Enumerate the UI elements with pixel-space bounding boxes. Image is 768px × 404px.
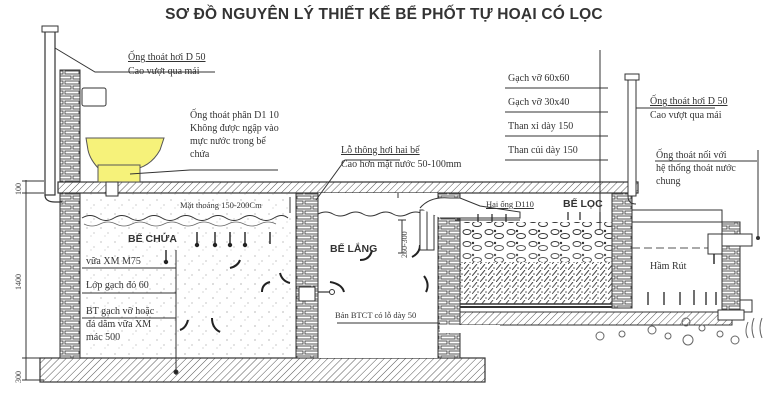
outlet-label-2: hệ thống thoát nước	[656, 163, 736, 174]
vent-hole-sublabel: Cao hơn mặt nước 50-100mm	[341, 159, 462, 170]
tank-seep-label: Hầm Rút	[650, 261, 687, 272]
vent-right-label: Ống thoát hơi D 50	[650, 96, 728, 107]
vent-left-sublabel: Cao vượt qua mái	[128, 66, 200, 77]
filter-layer-label-4: Than củi dày 150	[508, 145, 578, 156]
dimension-lines	[22, 180, 44, 381]
dim-top: 100	[14, 183, 23, 195]
filter-layer-label-3: Than xỉ dày 150	[508, 121, 574, 132]
water-surface-storage	[81, 215, 289, 221]
air-gap-label: Mặt thoáng 150-200Cm	[180, 200, 262, 210]
right-vent-pipe	[624, 73, 640, 205]
pipe-elbow-label: Hai ống D110	[486, 199, 534, 209]
tank-storage-label: BỂ CHỨA	[128, 233, 177, 245]
layer-mortar-label: vữa XM M75	[86, 256, 141, 267]
left-vent-pipe	[41, 25, 62, 203]
soil-gravel	[595, 317, 763, 346]
dim-bottom: 300	[14, 371, 23, 383]
filter-layer-label-1: Gạch vỡ 60x60	[508, 73, 570, 84]
waste-pipe-label-3: mực nước trong bể	[190, 136, 266, 147]
brick-walls	[59, 69, 741, 359]
toilet	[81, 87, 165, 197]
layer-concrete-label-1: BT gạch vỡ hoặc	[86, 306, 155, 317]
dim-250-300: 250-300	[400, 231, 409, 258]
layer-concrete-label-2: đá dăm vữa XM	[86, 319, 152, 330]
annotation-leaders	[54, 47, 715, 201]
vent-left-label: Ống thoát hơi D 50	[128, 52, 206, 63]
vent-right-sublabel: Cao vượt qua mái	[650, 110, 722, 121]
waste-pipe-label-2: Không được ngập vào	[190, 123, 279, 134]
tank-filter-label: BỂ LỌC	[563, 198, 603, 210]
seepage-pit	[631, 209, 753, 321]
foundation-slab	[39, 357, 486, 383]
curved-flow-arrows	[179, 244, 429, 333]
tank-settle-label: BỂ LẮNG	[330, 243, 378, 255]
tee-pipe	[398, 209, 435, 254]
flow-arrows-storage	[163, 232, 271, 265]
filter-layer-label-2: Gạch vỡ 30x40	[508, 97, 570, 108]
layer-leaders	[82, 250, 179, 375]
waste-pipe-label-1: Ống thoát phân D1 10	[190, 110, 279, 121]
layer-brick-label: Lớp gạch đỏ 60	[86, 280, 149, 291]
vent-hole-label: Lỗ thông hơi hai bể	[341, 145, 420, 156]
filter-inlet-pipe	[419, 197, 521, 221]
waste-pipe-label-4: chứa	[190, 149, 210, 160]
perforated-slab-label: Bản BTCT có lỗ dày 50	[335, 310, 417, 320]
outlet-label-1: Ống thoát nối với	[656, 150, 727, 161]
roof-slab	[57, 181, 639, 194]
outlet-label-3: chung	[656, 176, 681, 187]
layer-concrete-label-3: mác 500	[86, 332, 121, 343]
dim-middle: 1400	[14, 274, 23, 290]
filter-media	[460, 222, 612, 308]
diagram-title: SƠ ĐỒ NGUYÊN LÝ THIẾT KẾ BỂ PHỐT TỰ HOẠI…	[165, 6, 603, 23]
filter-layer-leaders	[505, 50, 608, 230]
